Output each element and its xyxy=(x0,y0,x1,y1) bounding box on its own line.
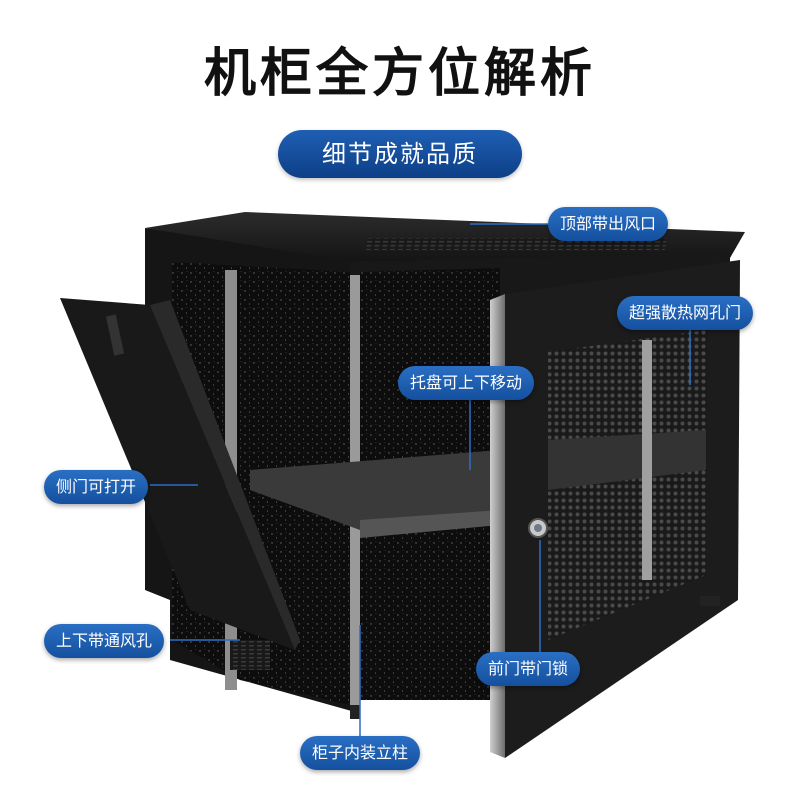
callout-posts: 柜子内装立柱 xyxy=(300,736,421,770)
cabinet-foot xyxy=(350,705,360,719)
bottom-vent-slots xyxy=(230,640,270,670)
tray-shelf xyxy=(250,450,500,530)
top-vent-slots xyxy=(364,238,667,250)
cabinet-foot xyxy=(700,596,720,606)
front-door-mesh xyxy=(548,330,708,640)
front-door-edge xyxy=(490,294,505,758)
side-door-latch xyxy=(105,314,125,356)
subtitle-badge: 细节成就品质 xyxy=(278,130,522,178)
callout-side-door: 侧门可打开 xyxy=(44,470,149,504)
callout-mesh-door: 超强散热网孔门 xyxy=(617,296,754,330)
door-post xyxy=(642,340,652,580)
page-title: 机柜全方位解析 xyxy=(203,44,596,104)
callout-tray: 托盘可上下移动 xyxy=(398,366,535,400)
callout-front-lock: 前门带门锁 xyxy=(476,652,581,686)
callout-bottom-vent: 上下带通风孔 xyxy=(44,624,165,658)
side-door-inner xyxy=(150,300,300,650)
leader-lines xyxy=(150,223,691,738)
callout-top-vent: 顶部带出风口 xyxy=(548,207,669,241)
side-door xyxy=(60,298,295,650)
tray-front-lip xyxy=(360,510,500,538)
tray-through-door xyxy=(548,430,706,490)
